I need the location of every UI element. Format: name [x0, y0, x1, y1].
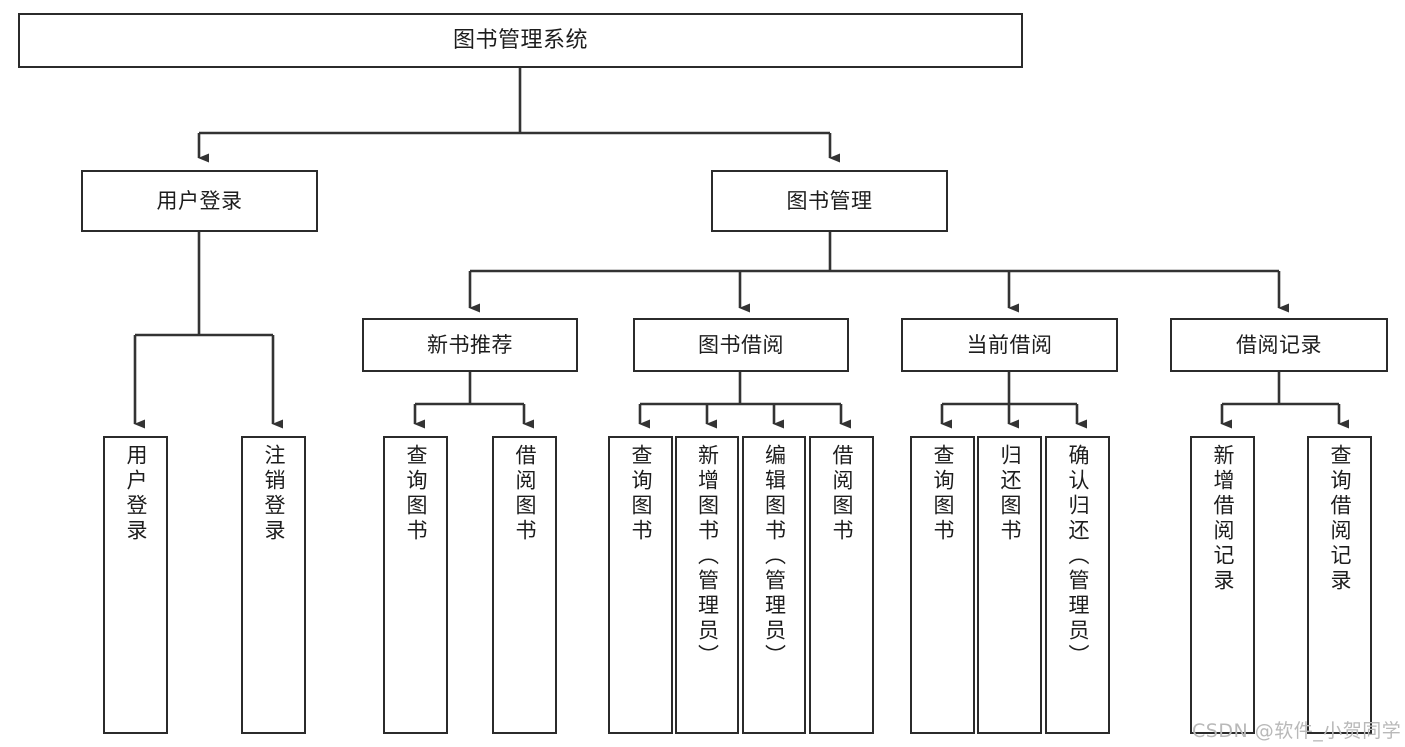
node-label: 归还图书 — [998, 444, 1022, 544]
node-label: 查询图书 — [404, 444, 428, 544]
leaf-borrow-book[interactable]: 借阅图书 — [809, 436, 874, 734]
csdn-watermark: CSDN @软件_小贺同学 — [1192, 720, 1402, 742]
node-label: 确认归还（管理员） — [1066, 444, 1090, 669]
node-label: 图书借阅 — [698, 332, 784, 357]
leaf-query-book-borrow[interactable]: 查询图书 — [608, 436, 673, 734]
leaf-add-borrow-record[interactable]: 新增借阅记录 — [1190, 436, 1255, 734]
node-label: 借阅记录 — [1236, 332, 1322, 357]
node-label: 新增借阅记录 — [1211, 444, 1235, 594]
leaf-borrow-book-newbook[interactable]: 借阅图书 — [492, 436, 557, 734]
node-root-book-management-system[interactable]: 图书管理系统 — [18, 13, 1023, 68]
node-book-management[interactable]: 图书管理 — [711, 170, 948, 232]
leaf-edit-book-admin[interactable]: 编辑图书（管理员） — [742, 436, 806, 734]
node-user-login[interactable]: 用户登录 — [81, 170, 318, 232]
node-label: 查询借阅记录 — [1328, 444, 1352, 594]
node-new-book-recommend[interactable]: 新书推荐 — [362, 318, 578, 372]
leaf-query-borrow-record[interactable]: 查询借阅记录 — [1307, 436, 1372, 734]
node-current-borrow[interactable]: 当前借阅 — [901, 318, 1118, 372]
leaf-query-book-newbook[interactable]: 查询图书 — [383, 436, 448, 734]
leaf-logout[interactable]: 注销登录 — [241, 436, 306, 734]
leaf-user-login[interactable]: 用户登录 — [103, 436, 168, 734]
node-book-borrow[interactable]: 图书借阅 — [633, 318, 849, 372]
leaf-add-book-admin[interactable]: 新增图书（管理员） — [675, 436, 739, 734]
node-label: 查询图书 — [931, 444, 955, 544]
leaf-return-book[interactable]: 归还图书 — [977, 436, 1042, 734]
node-label: 用户登录 — [124, 444, 148, 544]
node-label: 用户登录 — [156, 188, 243, 213]
leaf-confirm-return-admin[interactable]: 确认归还（管理员） — [1045, 436, 1110, 734]
node-label: 图书管理系统 — [452, 27, 588, 53]
leaf-query-book-current[interactable]: 查询图书 — [910, 436, 975, 734]
node-label: 当前借阅 — [966, 332, 1053, 357]
node-label: 注销登录 — [262, 444, 286, 544]
node-label: 新增图书（管理员） — [695, 444, 720, 669]
node-label: 借阅图书 — [830, 444, 854, 544]
node-borrow-record[interactable]: 借阅记录 — [1170, 318, 1388, 372]
node-label: 图书管理 — [786, 188, 873, 213]
node-label: 查询图书 — [629, 444, 653, 544]
node-label: 借阅图书 — [513, 444, 537, 544]
node-label: 编辑图书（管理员） — [762, 444, 787, 669]
node-label: 新书推荐 — [427, 332, 513, 357]
